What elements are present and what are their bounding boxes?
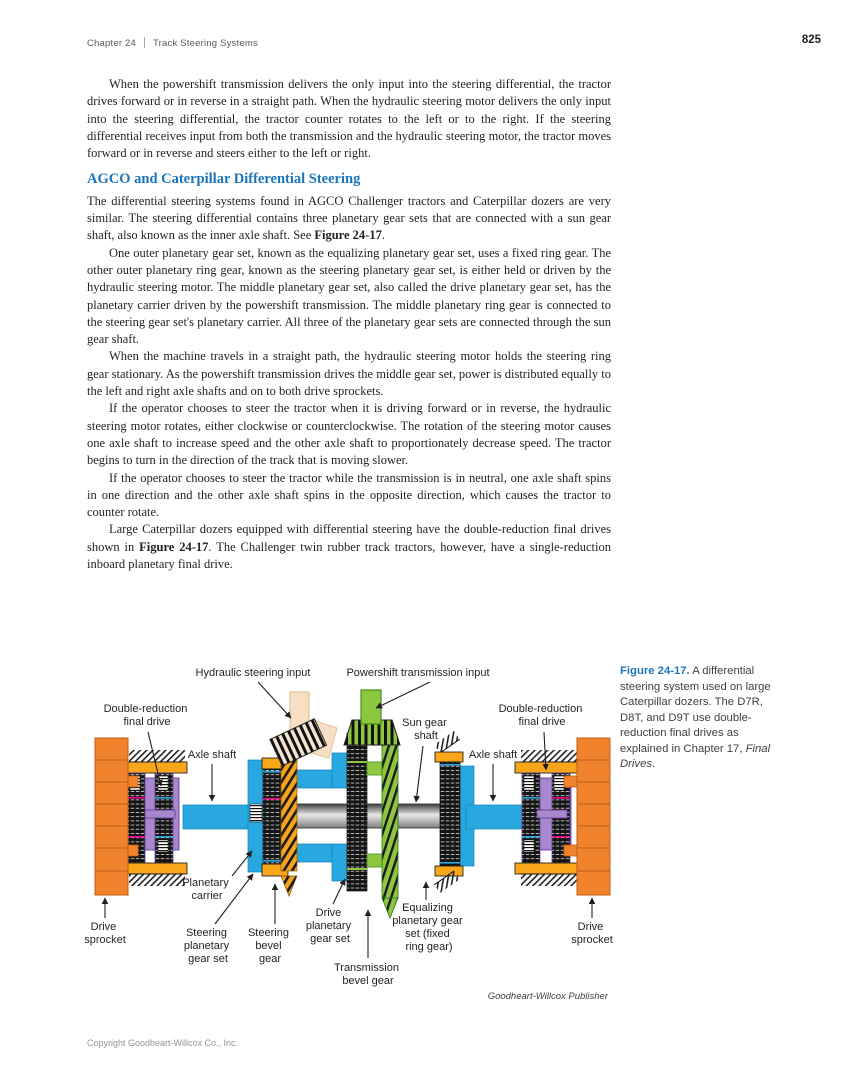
publisher-credit: Goodheart-Willcox Publisher xyxy=(488,991,609,1002)
figure-reference: Figure 24-17 xyxy=(314,228,382,243)
callout-arrows xyxy=(101,681,596,958)
paragraph-text: . xyxy=(381,228,385,243)
label-planetary-carrier: Planetary carrier xyxy=(182,877,232,902)
copyright-notice: Copyright Goodheart-Willcox Co., Inc. xyxy=(87,1038,239,1048)
figure-caption: Figure 24-17. A differential steering sy… xyxy=(620,664,785,773)
label-drive-planetary-gear-set: Drive planetary gear set xyxy=(306,907,354,945)
chapter-label: Chapter 24 xyxy=(87,38,137,49)
label-drive-sprocket-right: Drive sprocket xyxy=(571,921,613,946)
label-powershift-transmission-input: Powershift transmission input xyxy=(346,667,489,679)
equalizing-planetary-gear-set xyxy=(434,731,464,893)
label-equalizing-planetary-gear-set: Equalizing planetary gear set (fixed rin… xyxy=(392,902,465,953)
label-double-reduction-right: Double-reduction final drive xyxy=(499,703,586,728)
label-sun-gear-shaft: Sun gear shaft xyxy=(402,717,450,742)
figure-reference: Figure 24-17 xyxy=(139,539,209,554)
section-label: Track Steering Systems xyxy=(153,38,258,49)
axle-shaft-left xyxy=(182,804,251,830)
drive-sprocket-left xyxy=(94,737,139,896)
label-axle-shaft-right: Axle shaft xyxy=(469,749,517,761)
figure-caption-text: A differential steering system used on l… xyxy=(620,665,771,755)
figure-caption-italic: Final Drives xyxy=(620,742,771,771)
label-hydraulic-steering-input: Hydraulic steering input xyxy=(196,667,311,679)
paragraph-text: Large Caterpillar dozers equipped with d… xyxy=(87,522,611,554)
paragraph: When the powershift transmission deliver… xyxy=(87,77,611,161)
figure-caption-label: Figure 24-17. xyxy=(620,665,690,677)
paragraph-text: . The Challenger twin rubber track tract… xyxy=(87,539,611,572)
label-steering-bevel-gear: Steering bevel gear xyxy=(248,927,292,965)
label-axle-shaft-left: Axle shaft xyxy=(188,749,236,761)
label-transmission-bevel-gear: Transmission bevel gear xyxy=(334,962,402,987)
label-drive-sprocket-left: Drive sprocket xyxy=(85,921,126,946)
paragraph: When the machine travels in a straight p… xyxy=(87,349,611,399)
transmission-bevel-gear xyxy=(343,689,401,920)
page-header: Chapter 24 Track Steering Systems 825 xyxy=(87,34,821,53)
header-divider xyxy=(144,37,146,48)
paragraph: If the operator chooses to steer the tra… xyxy=(87,470,611,520)
paragraph: One outer planetary gear set, known as t… xyxy=(87,245,611,347)
steering-bevel-gear xyxy=(269,691,338,897)
label-steering-planetary-gear-set: Steering planetary gear set xyxy=(184,927,232,965)
paragraph: Large Caterpillar dozers equipped with d… xyxy=(87,521,611,573)
final-drive-right xyxy=(514,750,580,886)
drive-sprocket-right xyxy=(563,737,611,896)
body-text: When the powershift transmission deliver… xyxy=(87,76,611,573)
axle-shaft-right xyxy=(457,765,523,867)
figure-caption-end: . xyxy=(652,758,656,770)
figure-24-17-diagram: Hydraulic steering input Powershift tran… xyxy=(84,658,615,1008)
paragraph: The differential steering systems found … xyxy=(87,193,611,245)
paragraph: If the operator chooses to steer the tra… xyxy=(87,401,611,468)
label-double-reduction-left: Double-reduction final drive xyxy=(104,703,191,728)
planetary-carrier-plate xyxy=(247,759,265,873)
section-heading: AGCO and Caterpillar Differential Steeri… xyxy=(87,171,361,188)
page-number: 825 xyxy=(801,34,821,46)
final-drive-left xyxy=(122,750,188,886)
paragraph-text: The differential steering systems found … xyxy=(87,193,611,243)
